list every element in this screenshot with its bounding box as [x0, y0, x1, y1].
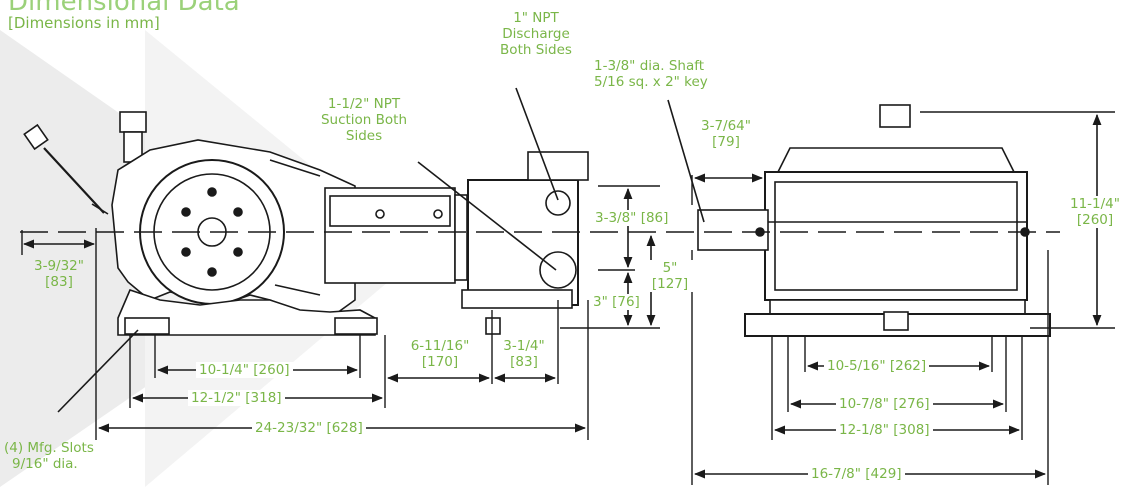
callout-suction: 1-1/2" NPT Suction Both Sides [302, 96, 426, 144]
dim-text: 10-7/8" [276] [836, 396, 933, 412]
callout-line: 9/16" dia. [12, 456, 78, 472]
dim-imperial: 6-11/16" [410, 338, 470, 354]
dim-text: 12-1/8" [308] [836, 422, 933, 438]
dim-imperial: 3-7/64" [701, 118, 751, 134]
dim-text: 10-5/16" [262] [824, 358, 930, 374]
dim-imperial: 3-9/32" [34, 258, 84, 274]
dim-overall-height: 11-1/4" [260] [1062, 196, 1126, 228]
callout-line: 5/16 sq. x 2" key [594, 74, 708, 90]
callout-mounting-slots: (4) Mfg. Slots 9/16" dia. [4, 440, 94, 472]
extension-lines [21, 111, 1115, 485]
dim-metric: [127] [646, 276, 694, 292]
dim-metric: [83] [510, 354, 538, 370]
page-subtitle: [Dimensions in mm] [8, 14, 160, 32]
callout-line: Sides [345, 128, 383, 144]
dim-text: 10-1/4" [260] [196, 362, 293, 378]
callout-line: Suction Both [320, 112, 408, 128]
dim-side-3-1-4: 3-1/4" [83] [494, 338, 554, 370]
dim-text: 3" [76] [590, 294, 643, 310]
callout-line: Discharge [502, 26, 570, 42]
dim-gauge-overhang: 3-9/32" [83] [4, 258, 114, 290]
dim-metric: [260] [1062, 212, 1126, 228]
dim-metric: [83] [45, 274, 73, 290]
dim-center-lower: 3" [76] [590, 294, 643, 310]
callout-line: 1-1/2" NPT [327, 96, 401, 112]
leader-line [57, 329, 139, 413]
callout-discharge: 1" NPT Discharge Both Sides [484, 10, 588, 58]
dim-center-upper: 3-3/8" [86] [592, 210, 672, 226]
dim-overall-length: 24-23/32" [628] [252, 420, 366, 436]
dim-side-10-1-4: 10-1/4" [260] [196, 362, 293, 378]
callout-line: 1" NPT [513, 10, 559, 26]
dim-end-10-5-16: 10-5/16" [262] [824, 358, 930, 374]
leader-line [667, 99, 705, 223]
callout-line: 1-3/8" dia. Shaft [594, 58, 705, 74]
dim-imperial: 11-1/4" [1062, 196, 1126, 212]
dim-side-6-11-16: 6-11/16" [170] [394, 338, 486, 370]
dim-end-12-1-8: 12-1/8" [308] [836, 422, 933, 438]
dim-metric: [79] [712, 134, 740, 150]
dim-end-10-7-8: 10-7/8" [276] [836, 396, 933, 412]
callout-shaft: 1-3/8" dia. Shaft 5/16 sq. x 2" key [594, 58, 708, 90]
dim-imperial: 5" [646, 260, 694, 276]
dim-text: 16-7/8" [429] [808, 466, 905, 482]
dim-text: 12-1/2" [318] [188, 390, 285, 406]
page-title: Dimensional Data [8, 0, 240, 17]
dim-metric: [170] [421, 354, 459, 370]
leader-line [515, 87, 559, 201]
dim-end-16-7-8: 16-7/8" [429] [808, 466, 905, 482]
callout-line: (4) Mfg. Slots [4, 440, 94, 456]
dim-text: 3-3/8" [86] [592, 210, 672, 226]
dim-imperial: 3-1/4" [503, 338, 545, 354]
leader-line [417, 161, 557, 271]
pump-end-view [697, 104, 1051, 337]
dim-shaft-length: 3-7/64" [79] [686, 118, 766, 150]
pressure-gauge-icon [23, 123, 109, 215]
dim-side-12-1-2: 12-1/2" [318] [188, 390, 285, 406]
dim-text: 24-23/32" [628] [252, 420, 366, 436]
dim-center-total: 5" [127] [646, 260, 694, 292]
callout-line: Both Sides [500, 42, 572, 58]
